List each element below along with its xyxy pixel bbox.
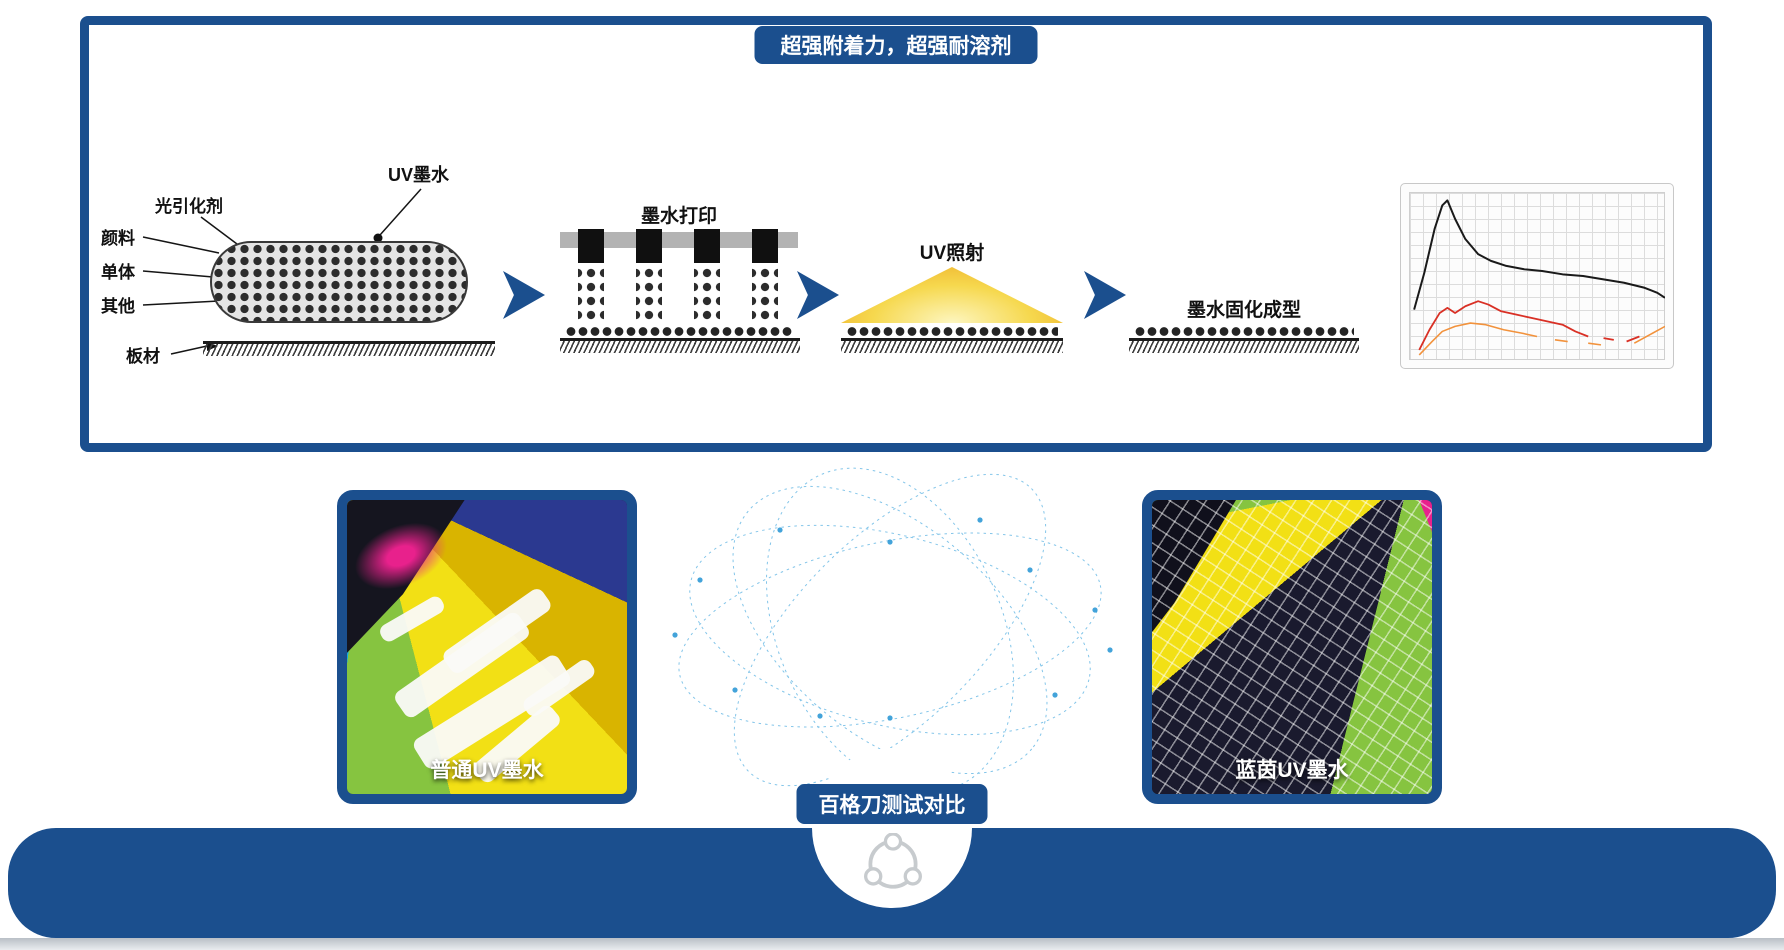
photo-caption-right: 蓝茵UV墨水 (1235, 759, 1349, 782)
ink-layer (565, 325, 793, 338)
printhead-bar (560, 229, 798, 263)
step-label-cured: 墨水固化成型 (1186, 300, 1301, 321)
label-photoinitiator: 光引化剂 (155, 197, 223, 216)
step-label-uv: UV照射 (919, 243, 985, 264)
ink-layer (846, 325, 1058, 338)
test-badge: 百格刀测试对比 (796, 784, 988, 824)
chart-grid (1409, 192, 1665, 360)
ink-layer (1134, 325, 1354, 338)
photo-caption-left: 普通UV墨水 (430, 759, 544, 782)
label-other: 其他 (101, 297, 135, 316)
mini-line-chart (1400, 183, 1674, 369)
label-monomer: 单体 (101, 263, 135, 282)
substrate-hatch (841, 338, 1063, 353)
ink-droplet-illustration (210, 241, 468, 323)
flow-arrow-2 (797, 271, 839, 319)
panel-title-badge: 超强附着力，超强耐溶剂 (754, 26, 1038, 64)
step-label-print: 墨水打印 (640, 206, 717, 227)
printhead-nozzle (636, 229, 662, 263)
share-network-icon (864, 833, 922, 889)
ink-stream (752, 266, 778, 322)
label-substrate: 板材 (126, 347, 160, 366)
ink-stream (578, 266, 604, 322)
printhead-nozzle (752, 229, 778, 263)
printhead-nozzle (694, 229, 720, 263)
ink-stream (694, 266, 720, 322)
label-pigment: 颜料 (101, 229, 135, 248)
substrate-hatch (1129, 338, 1359, 353)
panel-title-text: 超强附着力，超强耐溶剂 (780, 35, 1012, 58)
substrate-hatch (560, 338, 800, 353)
lanyin-ink-photo (1152, 500, 1432, 794)
connector-lines (142, 188, 422, 355)
ink-stream (636, 266, 662, 322)
bottom-strip (0, 938, 1784, 950)
photo-card-ordinary: 普通UV墨水 (337, 490, 637, 804)
label-uv-ink: UV墨水 (388, 165, 450, 185)
flow-arrow-3 (1084, 271, 1126, 319)
chart-lines-svg (1409, 192, 1665, 360)
uv-light-beam (841, 267, 1063, 323)
test-badge-text: 百格刀测试对比 (818, 794, 966, 817)
substrate-hatch (203, 341, 495, 356)
process-panel: 超强附着力，超强耐溶剂 光引化剂 UV墨水 颜料 单体 其他 板材 (80, 16, 1712, 452)
footer-icon-circle (812, 748, 972, 908)
crosshatch-grid-overlay (1152, 500, 1432, 794)
ordinary-ink-photo (347, 500, 627, 794)
photo-card-lanyin: 蓝茵UV墨水 (1142, 490, 1442, 804)
printhead-nozzle (578, 229, 604, 263)
